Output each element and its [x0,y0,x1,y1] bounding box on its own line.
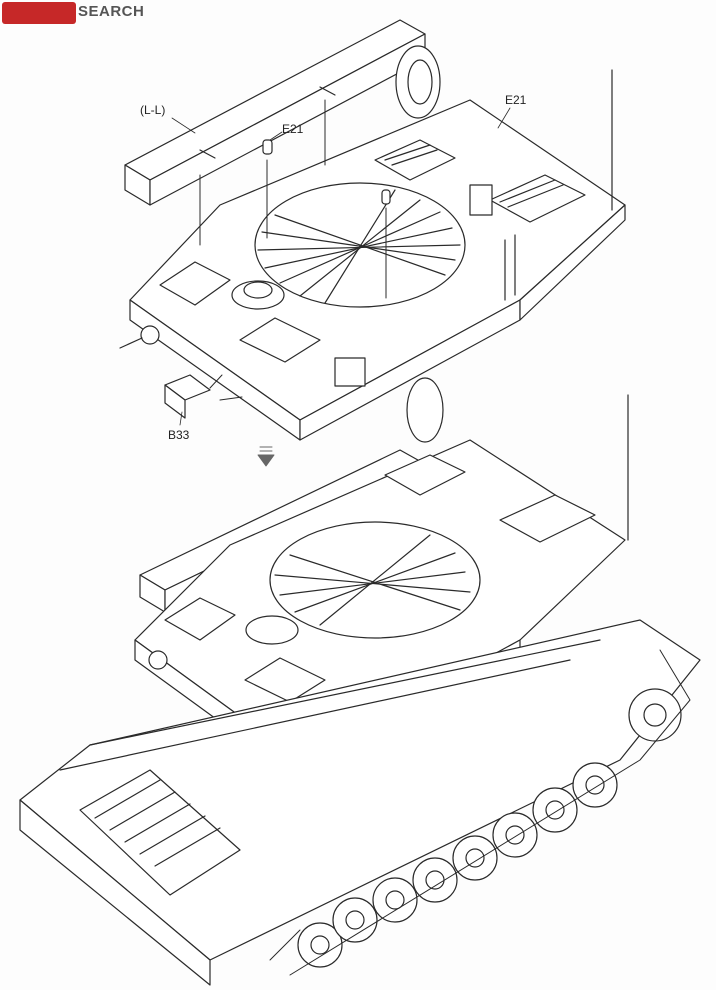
watermark-brand: SEARCH [78,3,145,20]
callout-l-l: (L-L) [140,103,166,117]
guide-lines [199,99,387,401]
track [269,649,691,976]
callout-b33: B33 [168,428,190,442]
watermark-logo-icon [2,2,76,24]
part-e21-left [262,139,273,155]
road-wheels [297,688,682,968]
part-e21-right [381,189,391,205]
beam-part [124,19,426,206]
callout-e21-left: E21 [282,122,304,136]
leader-lines [171,107,511,426]
roof-deck [119,69,626,441]
lower-superstructure [134,377,629,781]
down-arrow-icon [257,446,275,467]
chassis [19,619,701,986]
upper-superstructure [119,19,626,441]
watermark: SEARCH [0,0,200,40]
spare-wheel [395,45,441,119]
callout-e21-right: E21 [505,93,527,107]
part-b33 [164,374,211,419]
